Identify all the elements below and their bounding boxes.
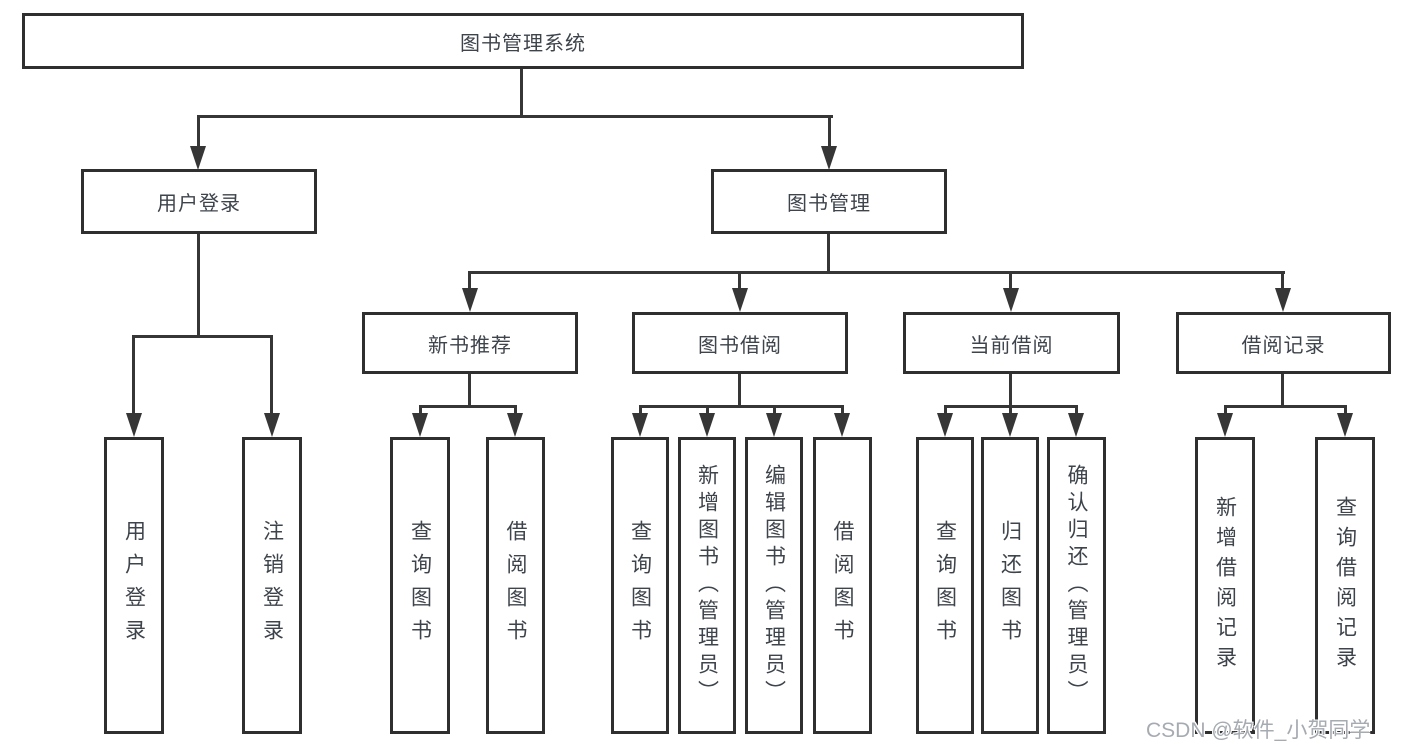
arrowhead <box>462 288 478 312</box>
connector-line <box>1281 374 1284 407</box>
leaf-query-borrow-record-label: 查询借阅记录 <box>1333 495 1357 676</box>
leaf-return-books: 归还图书 <box>981 437 1039 734</box>
arrowhead <box>1337 413 1353 437</box>
connector-line <box>828 115 831 149</box>
arrowhead <box>1217 413 1233 437</box>
connector-line <box>1009 374 1012 407</box>
connector-line <box>738 374 741 407</box>
leaf-logout-label: 注销登录 <box>260 519 284 652</box>
arrowhead <box>699 413 715 437</box>
connector-line <box>270 335 273 417</box>
arrowhead <box>412 413 428 437</box>
connector-line <box>1075 405 1078 417</box>
node-borrow-records-label: 借阅记录 <box>1241 334 1326 357</box>
connector-line <box>841 405 844 417</box>
node-book-management: 图书管理 <box>711 169 947 234</box>
leaf-query-books-recommend-label: 查询图书 <box>408 519 432 652</box>
connector-line <box>520 69 523 117</box>
connector-line <box>944 405 947 417</box>
leaf-confirm-return-admin: 确认归还（管理员） <box>1047 437 1106 734</box>
leaf-add-book-admin: 新增图书（管理员） <box>678 437 736 734</box>
connector-line <box>1224 405 1346 408</box>
leaf-logout: 注销登录 <box>242 437 302 734</box>
arrowhead <box>821 146 837 170</box>
node-user-login-label: 用户登录 <box>157 193 241 215</box>
connector-line <box>639 405 843 408</box>
connector-line <box>514 405 517 417</box>
node-current-borrow-label: 当前借阅 <box>969 334 1054 357</box>
node-book-borrow: 图书借阅 <box>632 312 848 374</box>
connector-line <box>468 374 471 407</box>
leaf-query-books-recommend: 查询图书 <box>390 437 450 734</box>
connector-line <box>197 115 200 149</box>
arrowhead <box>1275 288 1291 312</box>
node-current-borrow: 当前借阅 <box>903 312 1120 374</box>
connector-line <box>132 335 135 417</box>
leaf-query-books-borrow-label: 查询图书 <box>628 519 652 652</box>
leaf-edit-book-admin-label: 编辑图书（管理员） <box>762 464 786 707</box>
node-user-login: 用户登录 <box>81 169 317 234</box>
arrowhead <box>937 413 953 437</box>
leaf-query-books-current: 查询图书 <box>916 437 974 734</box>
leaf-return-books-label: 归还图书 <box>998 519 1022 652</box>
leaf-user-login-label: 用户登录 <box>122 519 146 652</box>
arrowhead <box>507 413 523 437</box>
connector-line <box>132 335 273 338</box>
connector-line <box>773 405 776 417</box>
connector-line <box>639 405 642 417</box>
arrowhead <box>1003 288 1019 312</box>
connector-line <box>1344 405 1347 417</box>
arrowhead <box>190 146 206 170</box>
leaf-borrow-books-borrow: 借阅图书 <box>813 437 872 734</box>
arrowhead <box>632 413 648 437</box>
leaf-query-borrow-record: 查询借阅记录 <box>1315 437 1375 734</box>
leaf-borrow-books-recommend: 借阅图书 <box>486 437 545 734</box>
arrowhead <box>264 413 280 437</box>
leaf-add-book-admin-label: 新增图书（管理员） <box>695 464 719 707</box>
connector-line <box>827 234 830 273</box>
leaf-borrow-books-borrow-label: 借阅图书 <box>831 519 854 652</box>
node-book-management-label: 图书管理 <box>787 193 871 215</box>
connector-line <box>419 405 422 417</box>
node-root: 图书管理系统 <box>22 13 1024 69</box>
arrowhead <box>1068 413 1084 437</box>
connector-line <box>468 271 471 291</box>
arrowhead <box>1002 413 1018 437</box>
arrowhead <box>126 413 142 437</box>
watermark: CSDN @软件_小贺同学 <box>1146 719 1371 742</box>
connector-line <box>1009 405 1012 417</box>
node-borrow-records: 借阅记录 <box>1176 312 1391 374</box>
connector-line <box>197 233 200 337</box>
connector-line <box>468 271 1285 274</box>
connector-line <box>706 405 709 417</box>
leaf-user-login: 用户登录 <box>104 437 164 734</box>
leaf-query-books-borrow: 查询图书 <box>611 437 669 734</box>
leaf-add-borrow-record-label: 新增借阅记录 <box>1213 495 1237 676</box>
node-new-book-recommend: 新书推荐 <box>362 312 578 374</box>
arrowhead <box>834 413 850 437</box>
node-book-borrow-label: 图书借阅 <box>698 334 782 357</box>
connector-line <box>738 271 741 291</box>
leaf-query-books-current-label: 查询图书 <box>933 519 957 652</box>
leaf-borrow-books-recommend-label: 借阅图书 <box>504 519 527 652</box>
node-root-label: 图书管理系统 <box>460 32 586 55</box>
connector-line <box>197 115 833 118</box>
connector-line <box>1009 271 1012 291</box>
arrowhead <box>766 413 782 437</box>
connector-line <box>1281 271 1284 291</box>
leaf-edit-book-admin: 编辑图书（管理员） <box>745 437 803 734</box>
connector-line <box>419 405 516 408</box>
node-new-book-recommend-label: 新书推荐 <box>428 334 512 357</box>
connector-line <box>1224 405 1227 417</box>
leaf-confirm-return-admin-label: 确认归还（管理员） <box>1065 464 1088 707</box>
leaf-add-borrow-record: 新增借阅记录 <box>1195 437 1255 734</box>
arrowhead <box>732 288 748 312</box>
